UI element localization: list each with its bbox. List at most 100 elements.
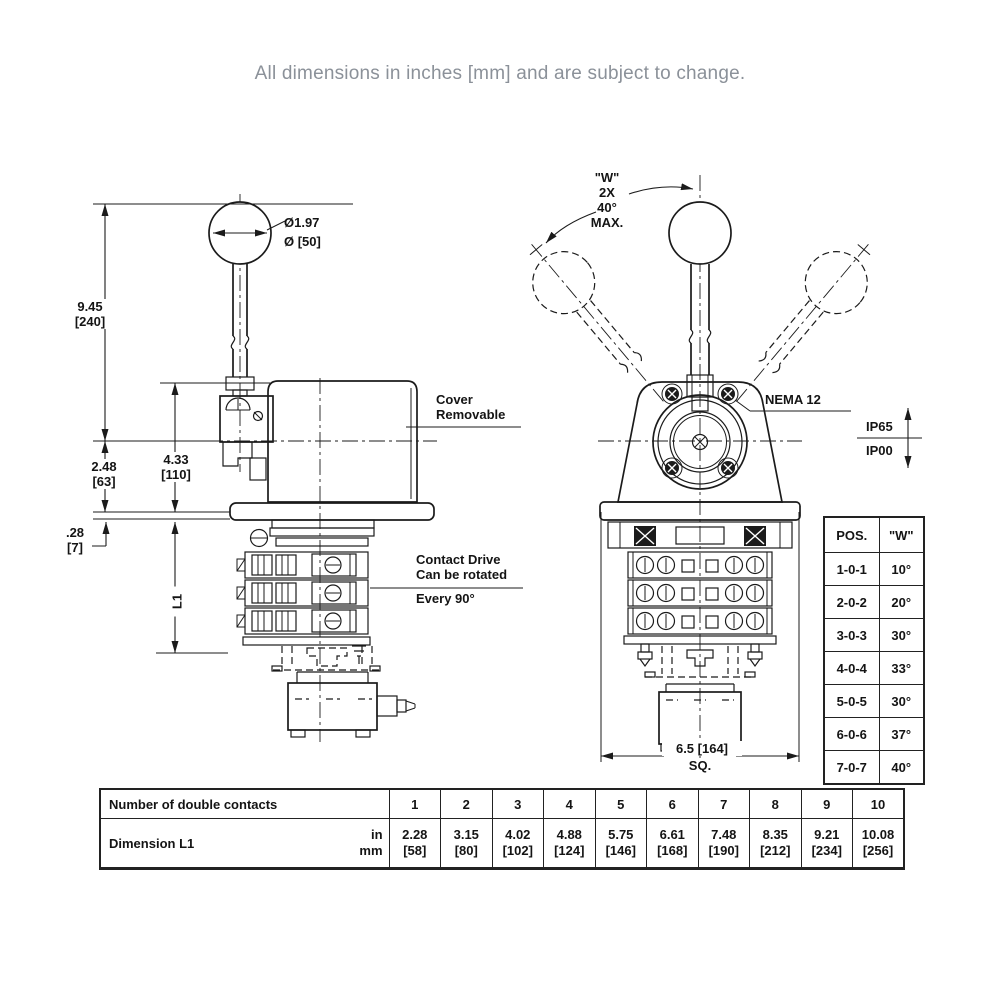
contacts-count-cell: 3 <box>491 788 545 819</box>
unit-mm-label: mm <box>359 843 383 858</box>
l1-value-cell: 9.21[234] <box>800 818 854 869</box>
angle-cell: 40° <box>878 750 925 785</box>
l1-value-cell: 3.15[80] <box>440 818 493 869</box>
dim-panel-in: .28 <box>65 525 85 540</box>
l1-in-value: 10.08 <box>861 827 895 842</box>
l1-mm-value: [102] <box>502 843 533 858</box>
w-label-line2: 2X <box>599 185 615 200</box>
l1-mm-value: [256] <box>862 843 894 858</box>
dim-body: 4.33 [110] <box>153 452 199 482</box>
l1-mm-value: [234] <box>811 843 842 858</box>
contacts-row-label: Number of double contacts <box>99 788 390 819</box>
contacts-count-cell: 9 <box>800 788 854 819</box>
w-label-line4: MAX. <box>590 215 624 230</box>
ip65-label: IP65 <box>866 419 893 434</box>
cable-gland <box>376 695 416 717</box>
pos-cell: 6-0-6 <box>823 717 880 751</box>
contact-drive-label: Contact Drive Can be rotated <box>416 552 507 582</box>
dim-panel-mm: [7] <box>67 540 83 555</box>
unit-in-label: in <box>370 827 383 842</box>
table-row: Dimension L1 in mm 2.28[58] 3.15[80] 4.0… <box>99 818 905 869</box>
l1-mm-value: [124] <box>554 843 585 858</box>
dim-panel: .28 [7] <box>58 525 92 555</box>
pos-cell: 7-0-7 <box>823 750 880 785</box>
dim-ball-diameter-in: Ø1.97 <box>284 215 320 230</box>
l1-mm-value: [212] <box>760 843 791 858</box>
nema-label: NEMA 12 <box>765 392 821 407</box>
angle-cell: 33° <box>878 651 925 685</box>
l1-mm-value: [80] <box>454 843 478 858</box>
ip00-label: IP00 <box>866 443 893 458</box>
pos-cell: 3-0-3 <box>823 618 880 652</box>
contacts-count-cell: 5 <box>594 788 648 819</box>
l1-value-cell: 8.35[212] <box>749 818 802 869</box>
dim-height-in: 9.45 <box>66 299 114 314</box>
cover-label-line2: Removable <box>436 407 506 422</box>
left-contact-stack <box>236 551 369 635</box>
w-label-line1: "W" <box>594 170 620 185</box>
pos-table-header-pos: POS. <box>823 516 880 553</box>
pos-cell: 5-0-5 <box>823 684 880 718</box>
cover-removable-label: Cover Removable <box>436 392 505 422</box>
l1-value-cell: 6.61[168] <box>646 818 699 869</box>
right-flange <box>599 501 801 521</box>
contacts-count-cell: 6 <box>646 788 699 819</box>
l1-in-value: 8.35 <box>762 827 788 842</box>
contacts-count-cell: 8 <box>749 788 802 819</box>
l1-in-value: 6.61 <box>659 827 685 842</box>
dim-l1-label: L1 <box>169 586 185 617</box>
l1-mm-value: [168] <box>657 843 688 858</box>
l1-value-cell: 2.28[58] <box>388 818 442 869</box>
pos-cell: 2-0-2 <box>823 585 880 619</box>
dim-front: 2.48 [63] <box>82 459 126 489</box>
l1-mm-value: [190] <box>708 843 739 858</box>
contacts-count-cell: 2 <box>440 788 493 819</box>
right-contact-stack <box>627 551 773 635</box>
pos-table-header-w: "W" <box>878 516 925 553</box>
contact-label-line2: Can be rotated <box>416 567 508 582</box>
contacts-count-cell: 7 <box>697 788 751 819</box>
angle-cell: 20° <box>878 585 925 619</box>
l1-value-cell: 4.88[124] <box>543 818 596 869</box>
l1-value-cell: 10.08[256] <box>852 818 905 869</box>
w-label-line3: 40° <box>597 200 617 215</box>
lever-position-left <box>529 244 665 404</box>
dim-square-suffix: SQ. <box>688 758 712 773</box>
contacts-count-cell: 4 <box>543 788 596 819</box>
l1-value-cell: 5.75[146] <box>594 818 648 869</box>
angle-cell: 30° <box>878 618 925 652</box>
pos-cell: 4-0-4 <box>823 651 880 685</box>
l1-row-label: Dimension L1 <box>109 835 195 851</box>
l1-mm-value: [146] <box>605 843 636 858</box>
left-base-cylinder <box>287 682 378 731</box>
contacts-count-cell: 10 <box>852 788 905 819</box>
dim-body-in: 4.33 <box>153 452 199 467</box>
dim-square-width: 6.5 [164] <box>662 741 742 756</box>
dim-front-mm: [63] <box>82 474 126 489</box>
dim-body-mm: [110] <box>153 467 199 482</box>
angle-cell: 10° <box>878 552 925 586</box>
dim-height-mm: [240] <box>66 314 114 329</box>
left-housing <box>267 380 418 503</box>
l1-in-value: 3.15 <box>453 827 479 842</box>
l1-value-cell: 4.02[102] <box>491 818 545 869</box>
l1-mm-value: [58] <box>403 843 427 858</box>
dimension-l1-table: Number of double contacts 1 2 3 4 5 6 7 … <box>99 788 906 870</box>
dim-height: 9.45 [240] <box>66 299 114 329</box>
right-lever-ball <box>668 201 732 265</box>
cover-label-line1: Cover <box>436 392 473 407</box>
l1-in-value: 4.88 <box>556 827 582 842</box>
l1-in-value: 9.21 <box>814 827 840 842</box>
page-title: All dimensions in inches [mm] and are su… <box>254 63 746 84</box>
contact-label-line1: Contact Drive <box>416 552 501 567</box>
l1-in-value: 4.02 <box>505 827 531 842</box>
